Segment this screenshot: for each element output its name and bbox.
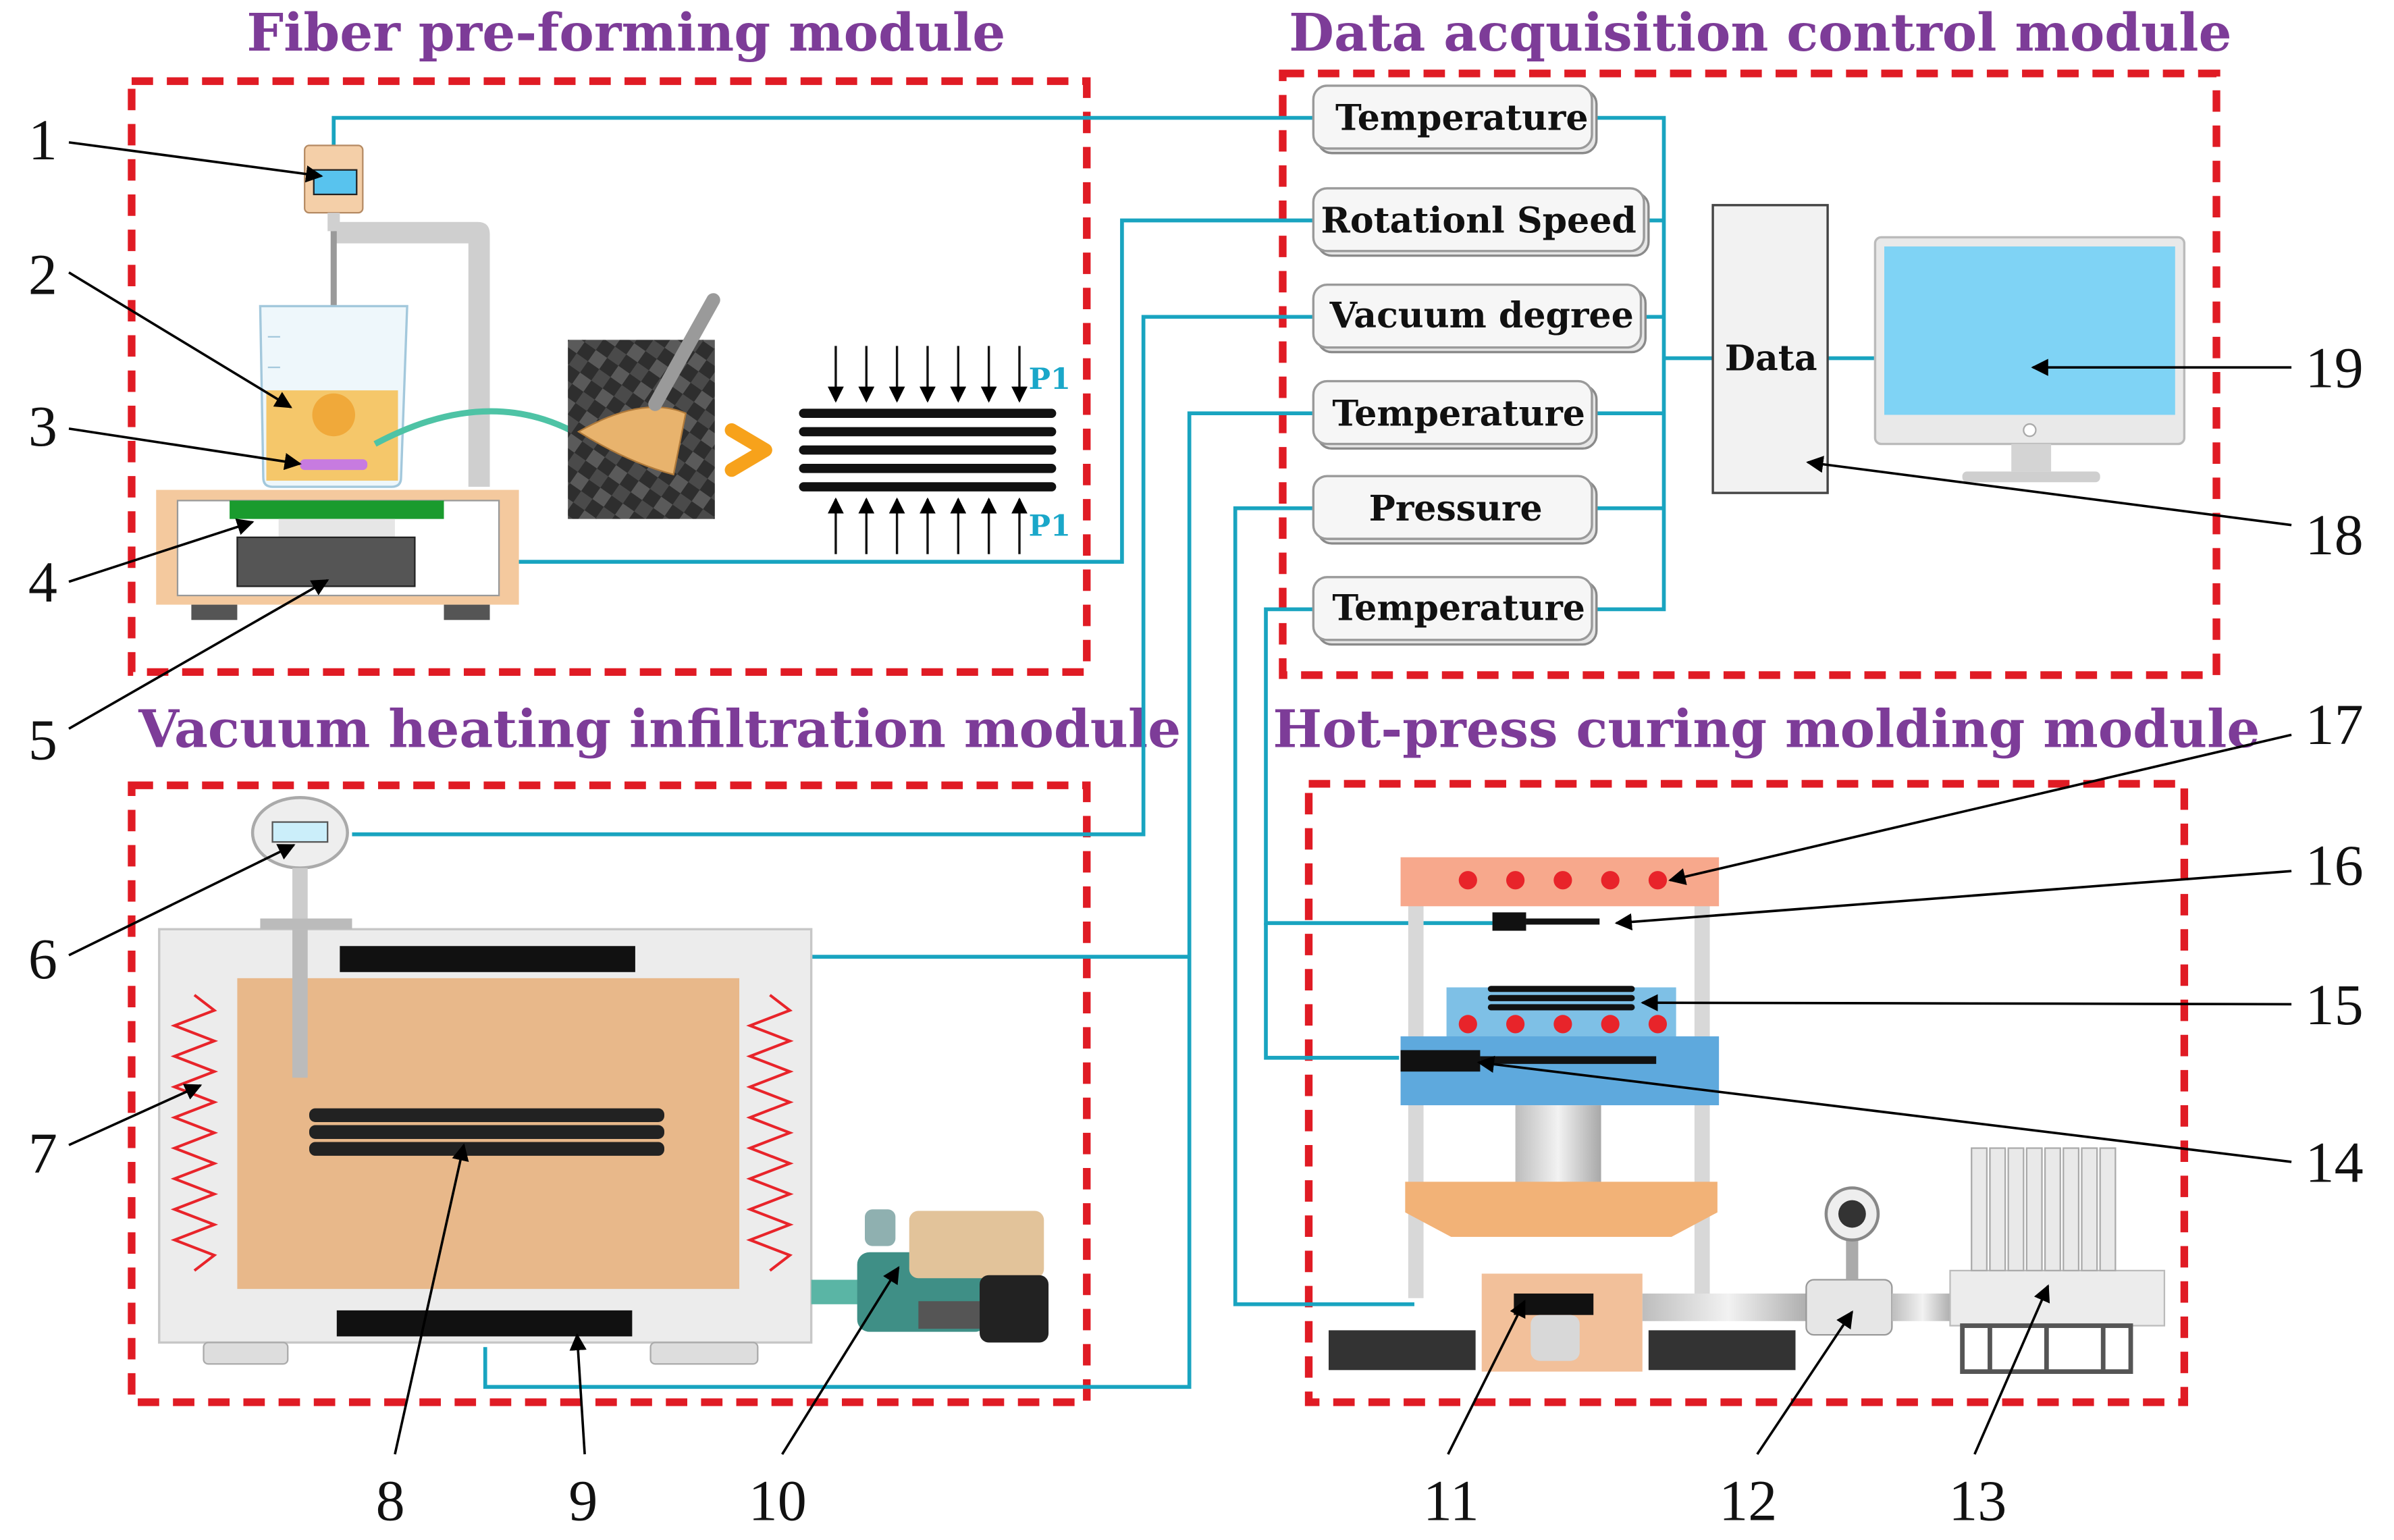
overhead-stirrer [304,144,364,369]
title-hot-press: Hot-press curing molding module [1273,699,2260,760]
callout-6: 6 [28,926,57,991]
carbon-fabric-brush [568,293,720,519]
title-fiber-preforming: Fiber pre-forming module [246,3,1005,63]
hot-press-frame [1304,780,2189,1406]
callout-17: 17 [2306,692,2364,757]
sensor-box-temperature-3: Temperature [1312,576,1598,646]
process-arrow [724,423,772,477]
hot-press-machine [1328,857,1796,1372]
sensor-label-temperature-2: Temperature [1332,393,1585,434]
callout-14: 14 [2306,1130,2364,1194]
callout-3: 3 [28,394,57,458]
callout-19: 19 [2306,336,2364,400]
transfer-arrow-curve [373,408,583,447]
callout-4: 4 [28,550,57,614]
computer-monitor [1873,236,2186,483]
signal-wiring [331,115,1876,1389]
sensor-box-temperature-1: Temperature [1312,84,1598,155]
laminate-under-pressure: P1 P1 [799,346,1071,554]
callout-18: 18 [2306,502,2364,567]
pressure-label-bottom: P1 [1029,510,1071,543]
sensor-box-rotational-speed: Rotationl Speed [1312,187,1650,257]
vacuum-heating-frame [128,781,1091,1406]
title-vacuum-heating: Vacuum heating infiltration module [138,699,1181,760]
sensor-label-temperature-3: Temperature [1332,587,1585,629]
callout-1: 1 [28,107,57,172]
callout-leaders [68,141,2292,1456]
sensor-label-pressure: Pressure [1369,488,1543,529]
callout-12: 12 [1719,1468,1777,1533]
callout-numbers: 1 2 3 4 5 6 7 8 9 10 11 12 13 14 15 16 1… [28,107,2364,1533]
callout-5: 5 [28,708,57,772]
vacuum-pump [811,1209,1049,1343]
data-logger-label: Data [1725,338,1817,379]
callout-11: 11 [1423,1468,1479,1533]
sensor-box-vacuum-degree: Vacuum degree [1312,284,1647,354]
sensor-label-vacuum-degree: Vacuum degree [1329,295,1634,336]
callout-8: 8 [376,1468,405,1533]
fiber-preforming-frame [128,77,1091,676]
callout-7: 7 [28,1121,57,1186]
sensor-box-temperature-2: Temperature [1312,379,1598,450]
callout-16: 16 [2306,833,2364,898]
data-logger-box: Data [1711,204,1829,494]
hydraulic-line-and-pump [1642,1147,2166,1374]
callout-13: 13 [1948,1468,2006,1533]
beaker [259,304,408,488]
callout-10: 10 [749,1468,807,1533]
sensor-label-temperature-1: Temperature [1335,98,1589,139]
sensor-box-pressure: Pressure [1312,475,1598,545]
pressure-label-top: P1 [1029,363,1071,396]
callout-15: 15 [2306,972,2364,1037]
callout-2: 2 [28,242,57,307]
data-acquisition-frame [1279,70,2220,679]
vacuum-oven [158,918,813,1365]
sensor-label-rotational-speed: Rotationl Speed [1321,201,1637,242]
title-data-acquisition: Data acquisition control module [1289,3,2231,63]
callout-9: 9 [568,1468,597,1533]
